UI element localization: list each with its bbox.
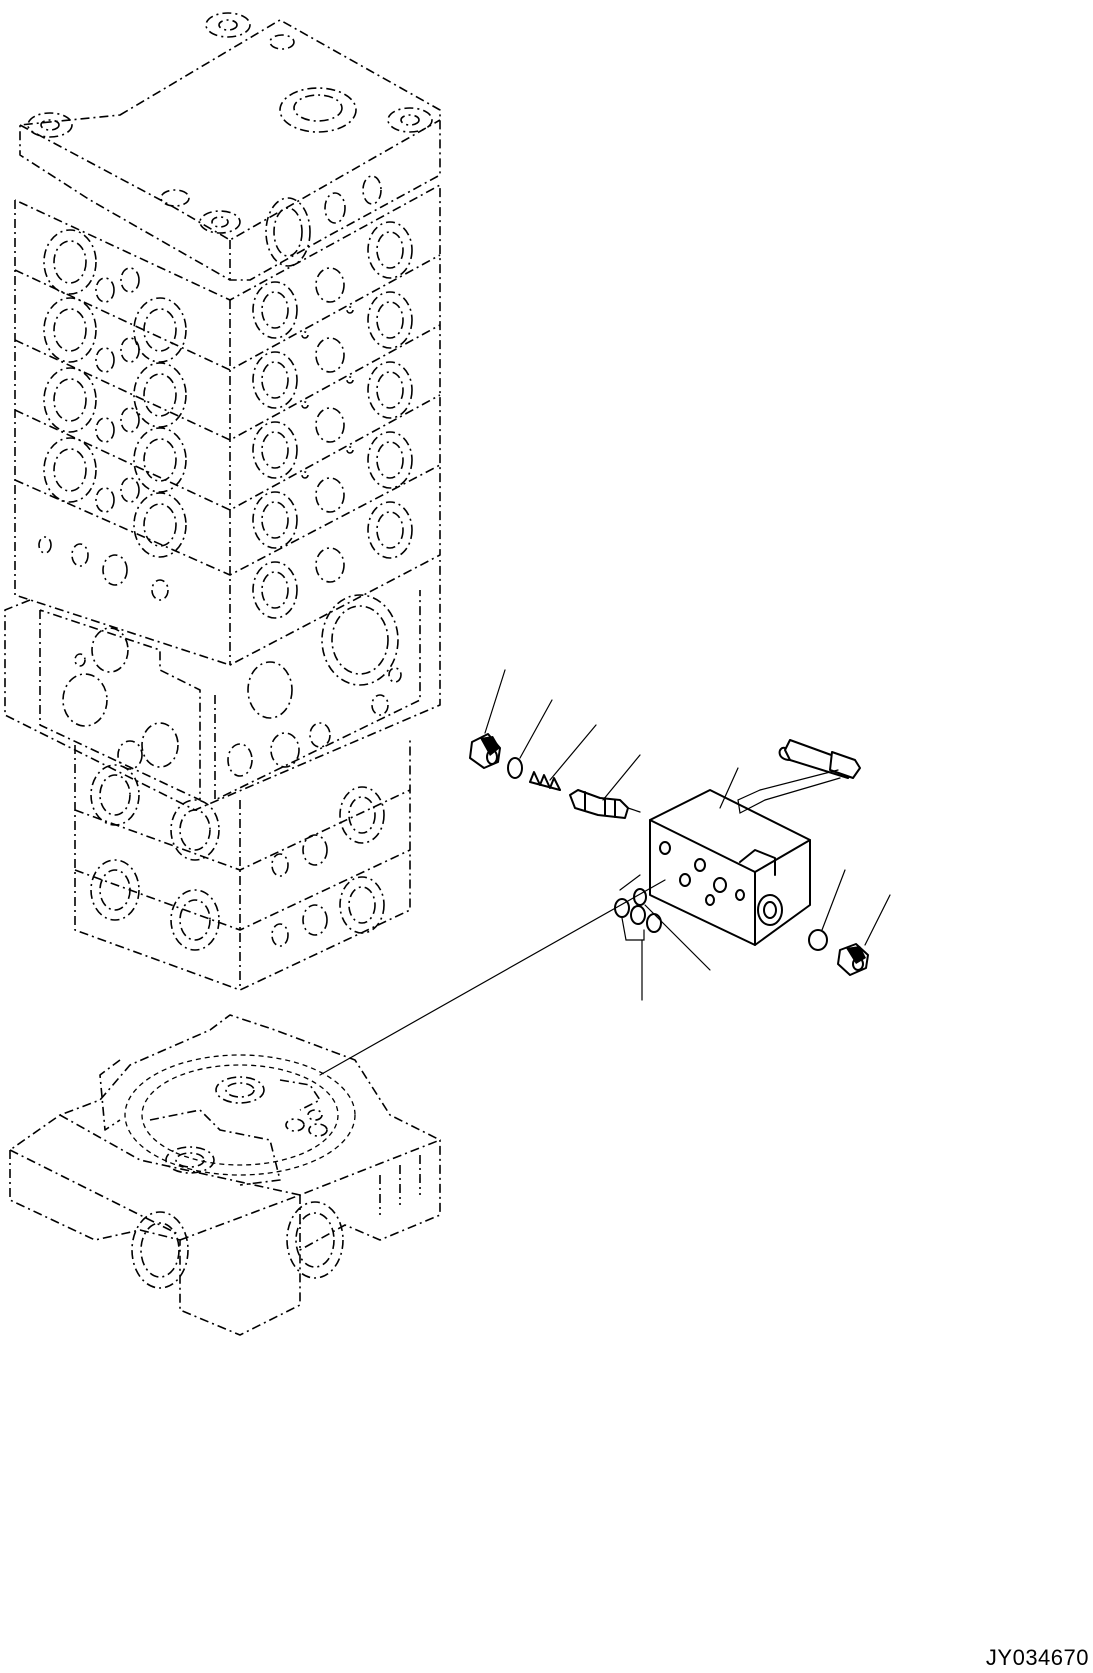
small-o-rings [614, 888, 662, 933]
valve-block [619, 789, 811, 946]
right-o-ring [808, 929, 828, 951]
leader-lines [319, 669, 891, 1076]
control-valve-stack [4, 12, 441, 991]
lower-housing [9, 1014, 441, 1336]
valve-top-cover [19, 12, 441, 281]
valve-middle-plate [4, 560, 441, 811]
left-plug [469, 733, 501, 769]
valve-block-assembly [469, 733, 869, 976]
valve-sections [14, 184, 441, 666]
left-o-ring [507, 757, 523, 779]
drawing-id-label: JY034670 [985, 1645, 1089, 1670]
spring [529, 771, 561, 791]
valve-spool [569, 789, 641, 819]
right-plug [837, 943, 869, 976]
mounting-bolt [737, 739, 861, 814]
valve-lower-sections [74, 740, 411, 991]
